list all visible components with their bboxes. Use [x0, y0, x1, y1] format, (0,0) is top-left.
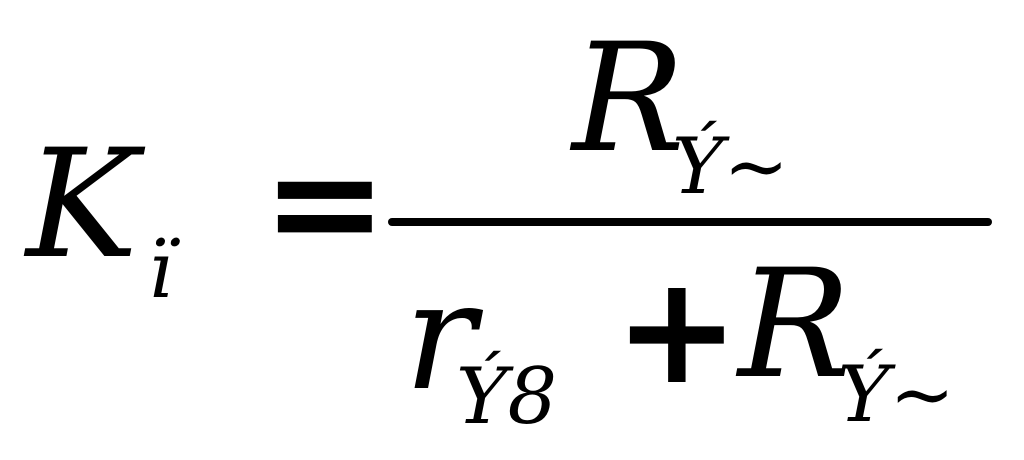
numerator-subscript: Ý~: [672, 122, 789, 212]
lhs-symbol: K: [26, 118, 139, 292]
denominator-term1-symbol: r: [404, 250, 476, 424]
equals-sign: =: [262, 116, 388, 290]
denominator-term2-symbol: R: [738, 238, 851, 412]
fraction-bar: [388, 218, 992, 226]
numerator-symbol: R: [572, 12, 685, 186]
plus-sign: +: [614, 244, 740, 418]
denominator-term1-subscript: Ý8: [456, 352, 558, 442]
lhs-subscript: ї: [148, 226, 173, 316]
denominator-term2-subscript: Ý~: [838, 350, 955, 440]
